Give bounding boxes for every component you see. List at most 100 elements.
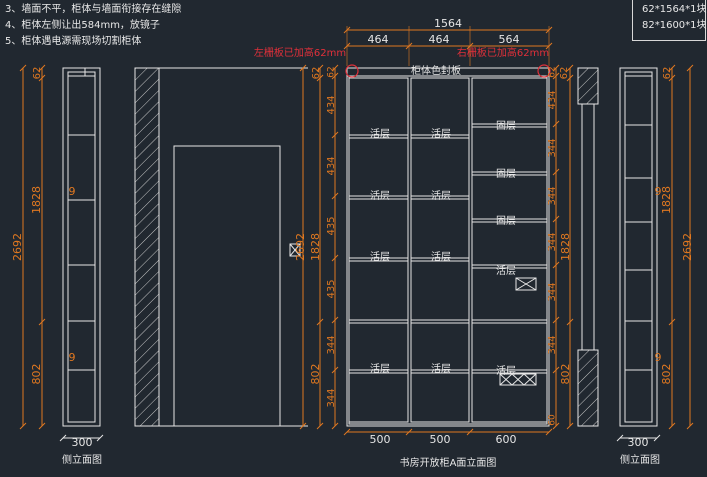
dimension-tick	[653, 434, 661, 442]
side-right-width-label: 300	[628, 436, 649, 449]
main-left-chain-label: 344	[326, 335, 337, 354]
shelf-label-col1: 活层	[370, 251, 390, 263]
right-wall-hatch-top	[577, 67, 599, 105]
dimension-tick	[552, 215, 560, 223]
dimension-tick	[343, 428, 351, 436]
main-right-chain-label: 60	[548, 414, 558, 426]
dimension-tick	[552, 316, 560, 324]
side-right-dim-9a: 9	[655, 185, 662, 198]
dimension-tick	[299, 64, 307, 72]
dimension-tick	[552, 366, 560, 374]
side-left-inner	[67, 71, 96, 423]
side-right-title: 侧立面图	[620, 453, 660, 466]
note-line-3: 3、墙面不平，柜体与墙面衔接存在缝隙	[5, 4, 182, 15]
shelf-label-col3: 固层	[496, 168, 516, 180]
dimension-tick	[616, 434, 624, 442]
dimension-tick	[566, 64, 574, 72]
wall-hatch	[134, 67, 160, 427]
side-left-total-label: 2692	[11, 233, 24, 261]
main-right-chain-label: 434	[547, 90, 558, 109]
dimension-tick	[316, 74, 324, 82]
top-part-2: 464	[429, 33, 450, 46]
dimension-tick	[59, 434, 67, 442]
dimension-tick	[19, 64, 27, 72]
main-inner-lower-label: 802	[309, 364, 322, 385]
side-right-dim-62: 62	[662, 67, 673, 80]
cabinet-outline	[346, 67, 550, 427]
shelf-label-col3: 活层	[496, 265, 516, 277]
main-right-inner-height: 1828	[559, 233, 572, 261]
socket-box	[515, 277, 537, 291]
shelf-label-col3: 固层	[496, 120, 516, 132]
bottom-part-1: 500	[370, 433, 391, 446]
dimension-tick	[552, 72, 560, 80]
main-right-chain-label: 344	[547, 232, 558, 251]
dimension-tick	[552, 64, 560, 72]
side-left-dim-9b: 9	[69, 351, 76, 364]
dimension-tick	[668, 64, 676, 72]
side-left-dim-802: 802	[30, 364, 43, 385]
main-right-chain-label: 344	[547, 282, 558, 301]
right-shelf-marker	[537, 64, 551, 78]
dimension-tick	[668, 318, 676, 326]
doorway	[173, 145, 281, 427]
dimension-tick	[316, 318, 324, 326]
side-left-width-label: 300	[72, 436, 93, 449]
dimension-tick	[331, 72, 339, 80]
cabinet-column-1	[348, 77, 409, 423]
side-right-dim-802: 802	[660, 364, 673, 385]
dimension-tick	[545, 428, 553, 436]
note-line-4: 4、柜体左侧让出584mm，放镜子	[5, 20, 160, 31]
dimension-tick	[331, 64, 339, 72]
socket-icon	[289, 243, 301, 257]
socket-cross	[511, 373, 525, 386]
main-height-label: 2692	[294, 233, 307, 261]
dimension-tick	[38, 422, 46, 430]
side-left-dim-1828: 1828	[30, 186, 43, 214]
dimension-tick	[331, 254, 339, 262]
shelf-label-col1: 活层	[370, 190, 390, 202]
side-right-dim-1828: 1828	[660, 186, 673, 214]
main-title: 书房开放柜A面立面图	[400, 456, 497, 469]
cabinet-column-3	[471, 77, 548, 423]
main-right-chain-label: 344	[547, 186, 558, 205]
main-left-chain-label: 62	[327, 66, 337, 77]
side-left-dim-9a: 9	[69, 185, 76, 198]
main-inner-height-label: 1828	[309, 233, 322, 261]
dimension-tick	[299, 422, 307, 430]
side-left-title: 侧立面图	[62, 453, 102, 466]
main-left-chain-label: 435	[326, 279, 337, 298]
side-right-panel	[619, 67, 658, 427]
legend-line-2: 82*1600*1块	[642, 20, 707, 31]
legend-line-1: 62*1564*1块	[642, 4, 707, 15]
dimension-tick	[552, 120, 560, 128]
bottom-part-2: 500	[430, 433, 451, 446]
socket-cross	[515, 277, 537, 291]
side-right-inner	[624, 71, 653, 423]
note-line-5: 5、柜体遇电源需现场切割柜体	[5, 36, 142, 47]
main-right-62: 62	[559, 67, 570, 80]
dimension-tick	[566, 318, 574, 326]
side-left-panel	[62, 67, 101, 427]
dimension-tick	[566, 74, 574, 82]
shelf-label-col2: 活层	[431, 251, 451, 263]
dimension-tick	[331, 366, 339, 374]
socket-cross	[289, 243, 301, 257]
dimension-tick	[686, 64, 694, 72]
dimension-tick	[96, 434, 104, 442]
cabinet-column-2	[410, 77, 470, 423]
shelf-label-col2: 活层	[431, 128, 451, 140]
dimension-tick	[316, 64, 324, 72]
left-shelf-annotation: 左栅板已加高62mm	[254, 46, 346, 59]
side-right-total-label: 2692	[681, 233, 694, 261]
main-right-chain-label: 344	[547, 335, 558, 354]
main-right-chain-label: 62	[548, 66, 558, 77]
shelf-label-col1: 活层	[370, 128, 390, 140]
right-wall-hatch-bottom	[577, 349, 599, 427]
dimension-tick	[38, 318, 46, 326]
socket-cross	[499, 373, 513, 386]
cabinet-label: 柜体色封板	[411, 64, 461, 77]
dimension-tick	[566, 422, 574, 430]
side-right-dim-9b: 9	[655, 351, 662, 364]
